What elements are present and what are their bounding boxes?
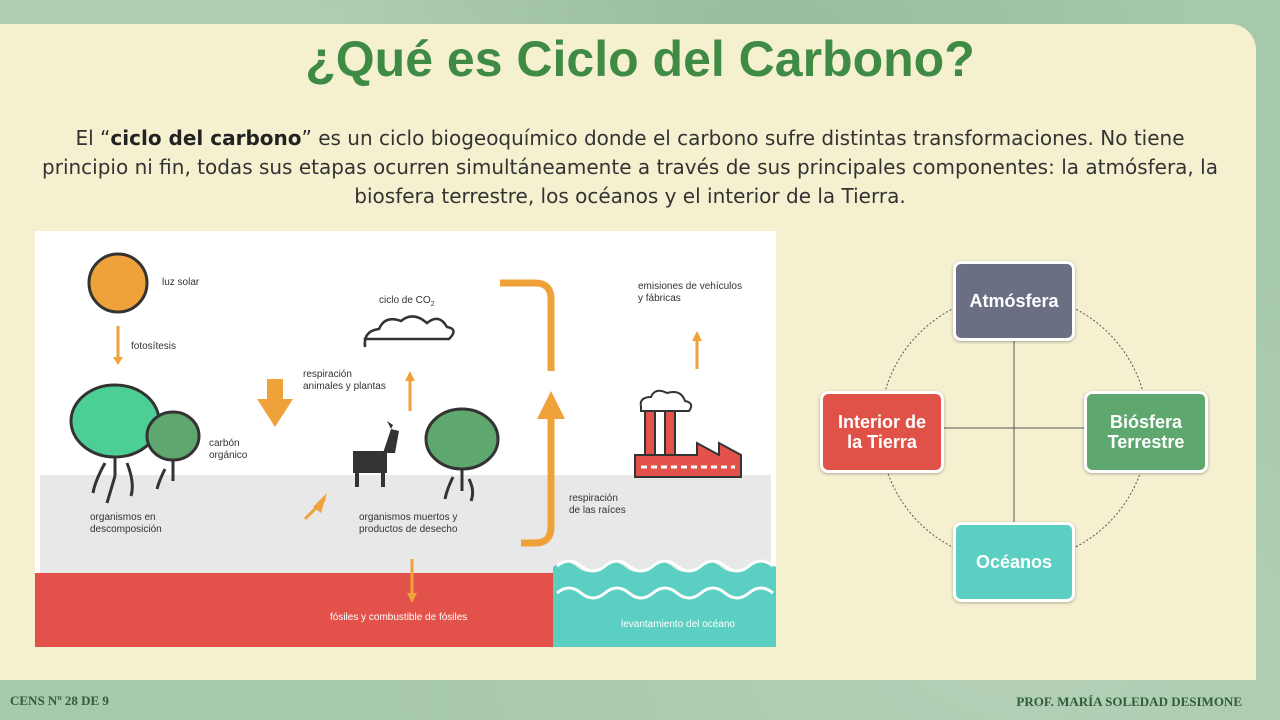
carbon-cycle-illustration: luz solar fotosítesis carbón orgánico or… — [35, 231, 776, 647]
carbon-cycle-svg: luz solar fotosítesis carbón orgánico or… — [35, 252, 776, 647]
fossil-layer — [35, 573, 553, 647]
cloud-icon — [363, 315, 455, 348]
tree-left-icon — [69, 383, 201, 504]
fossil-arrow-head — [407, 593, 417, 603]
ocean-wave-1 — [556, 586, 774, 600]
down-arrow-icon — [257, 379, 293, 427]
slide-title: ¿Qué es Ciclo del Carbono? — [305, 31, 975, 87]
sun-icon — [87, 252, 149, 314]
node-oceanos: Océanos — [953, 522, 1075, 602]
label-resp-2: animales y plantas — [303, 381, 386, 392]
label-fosiles: fósiles y combustible de fósiles — [330, 612, 467, 623]
intro-prefix: El “ — [75, 126, 111, 150]
ocean-wave-2 — [556, 559, 774, 573]
emission-arrow-head — [692, 331, 702, 341]
top-curve-arrow — [500, 279, 555, 371]
ocean-top-wave — [553, 562, 776, 576]
label-descomp-1: organismos en — [90, 512, 156, 523]
label-muertos-1: organismos muertos y — [359, 512, 457, 523]
label-oceano: levantamiento del océano — [621, 619, 735, 630]
goat-icon — [353, 421, 399, 487]
node-atmosfera: Atmósfera — [953, 261, 1075, 341]
label-fotosintesis: fotosítesis — [131, 341, 176, 352]
soil-band — [40, 475, 771, 573]
ocean-layer — [553, 573, 776, 647]
footer-school: CENS Nº 28 DE 9 — [10, 693, 109, 708]
resp-arrow-head — [405, 371, 415, 381]
label-descomp-2: descomposición — [90, 524, 162, 535]
label-carbon-1: carbón — [209, 438, 240, 449]
bottom-curve-arrow — [521, 411, 555, 547]
factory-icon — [634, 389, 742, 478]
components-diagram: Atmósfera Biósfera Terrestre Océanos Int… — [815, 255, 1215, 615]
intro-bold-term: ciclo del carbono — [110, 126, 302, 150]
label-ciclo-co2: ciclo de CO2 — [379, 295, 435, 308]
tree-middle-icon — [424, 407, 500, 502]
label-emisiones-1: emisiones de vehículos — [638, 281, 742, 292]
label-emisiones-2: y fábricas — [638, 293, 681, 304]
intro-rest: ” es un ciclo biogeoquímico donde el car… — [42, 126, 1218, 208]
node-biosfera: Biósfera Terrestre — [1084, 391, 1208, 473]
diagonal-arrow-shaft — [303, 497, 327, 521]
photosynthesis-arrow-head — [113, 357, 123, 365]
label-resp-1: respiración — [303, 369, 352, 380]
up-arrow-head — [537, 391, 565, 419]
footer-teacher: PROF. MARÍA SOLEDAD DESIMONE — [1016, 694, 1242, 709]
label-carbon-2: orgánico — [209, 450, 248, 461]
label-raices-2: de las raíces — [569, 505, 626, 516]
node-interior-tierra: Interior de la Tierra — [820, 391, 944, 473]
intro-paragraph: El “ciclo del carbono” es un ciclo bioge… — [40, 124, 1220, 211]
label-raices-1: respiración — [569, 493, 618, 504]
label-muertos-2: productos de desecho — [359, 524, 458, 535]
label-luz-solar: luz solar — [162, 277, 200, 288]
